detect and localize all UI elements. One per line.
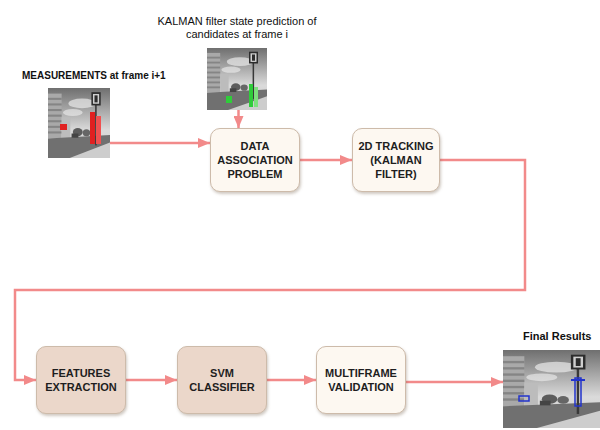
flow-arrow [300, 159, 352, 162]
photo-frame: Final Results [503, 350, 600, 428]
photo-shape [96, 116, 101, 144]
photo-shape [575, 378, 581, 406]
photo-shape [571, 379, 585, 381]
flow-arrow [126, 379, 177, 382]
process-box: FEATURES EXTRACTION [36, 346, 126, 414]
photo-shape [226, 96, 232, 103]
photo-shape [60, 124, 67, 130]
process-box: MULTIFRAME VALIDATION [316, 346, 406, 414]
photo-caption: Final Results [523, 330, 591, 344]
process-box: DATA ASSOCIATION PROBLEM [210, 128, 300, 192]
box-label: DATA ASSOCIATION PROBLEM [216, 139, 294, 182]
photo-caption: KALMAN filter state prediction of candid… [132, 15, 342, 43]
box-label: FEATURES EXTRACTION [42, 366, 120, 395]
photo-frame: MEASUREMENTS at frame i+1 [48, 88, 110, 158]
photo-shape [90, 112, 95, 144]
photo-shape [48, 88, 110, 158]
flow-arrow [237, 110, 240, 128]
box-label: MULTIFRAME VALIDATION [322, 366, 400, 395]
box-label: SVM CLASSIFIER [183, 366, 261, 395]
photo-shape [503, 350, 600, 428]
photo-shape [249, 84, 253, 107]
photo-shape [254, 87, 258, 107]
photo-shape [207, 48, 267, 110]
process-box: SVM CLASSIFIER [177, 346, 267, 414]
process-box: 2D TRACKING (KALMAN FILTER) [352, 128, 440, 192]
flow-arrow [406, 381, 503, 384]
photo-frame: KALMAN filter state prediction of candid… [207, 48, 267, 110]
flow-arrow [267, 379, 316, 382]
box-label: 2D TRACKING (KALMAN FILTER) [358, 139, 434, 182]
photo-caption: MEASUREMENTS at frame i+1 [22, 70, 166, 83]
flow-arrow [110, 142, 210, 145]
photo-shape [519, 396, 529, 401]
